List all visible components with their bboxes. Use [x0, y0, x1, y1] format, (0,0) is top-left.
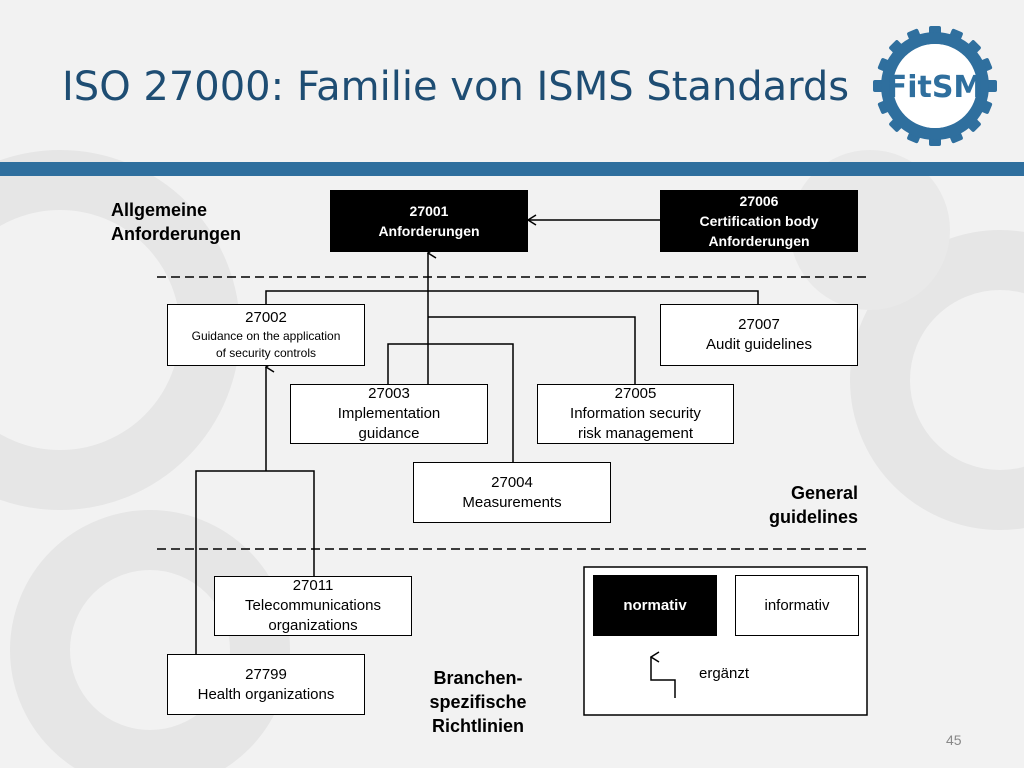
node-27011: 27011 Telecommunications organizations — [214, 576, 412, 636]
node-text: Measurements — [462, 493, 562, 511]
label-line: Branchen- — [433, 668, 523, 688]
label-line: spezifische — [429, 692, 527, 712]
node-27002: 27002 Guidance on the application of sec… — [167, 304, 365, 366]
node-id: 27004 — [491, 473, 533, 491]
label-general-requirements: Allgemeine Anforderungen — [111, 198, 241, 246]
node-text: organizations — [268, 617, 358, 634]
node-text: Anforderungen — [378, 223, 480, 239]
node-text: guidance — [358, 425, 420, 442]
legend-arrow — [651, 657, 676, 698]
node-text: Anforderungen — [708, 233, 810, 249]
label-line: Allgemeine — [111, 200, 208, 220]
node-text: of security controls — [215, 346, 317, 360]
node-text: Information security — [570, 405, 701, 422]
header-bar — [0, 162, 1024, 176]
logo-text: FitSM — [887, 70, 984, 105]
label-line: Richtlinien — [431, 716, 524, 736]
legend-normativ-label: normativ — [623, 596, 687, 614]
node-27001: 27001 Anforderungen — [330, 190, 528, 252]
node-text: Certification body — [699, 213, 819, 229]
node-text: Guidance on the application — [191, 329, 341, 343]
node-text: Telecommunications — [245, 597, 381, 614]
edge-27005 — [428, 316, 636, 384]
node-id: 27011 — [292, 577, 334, 594]
node-text: Implementation — [337, 405, 441, 422]
page-number: 45 — [946, 732, 962, 748]
page-title: ISO 27000: Familie von ISMS Standards — [62, 64, 850, 110]
node-id: 27007 — [738, 316, 780, 333]
node-text: Audit guidelines — [706, 336, 812, 353]
node-id: 27005 — [614, 385, 657, 402]
label-line: guidelines — [768, 507, 858, 527]
legend-informativ: informativ — [735, 575, 859, 636]
label-line: Anforderungen — [111, 224, 241, 244]
node-id: 27006 — [739, 193, 779, 209]
node-text: risk management — [577, 425, 694, 442]
node-27003: 27003 Implementation guidance — [290, 384, 488, 444]
node-27004: 27004 Measurements — [413, 462, 611, 523]
legend-informativ-label: informativ — [764, 596, 830, 614]
node-id: 27799 — [245, 665, 287, 683]
node-id: 27002 — [245, 309, 287, 326]
node-27799: 27799 Health organizations — [167, 654, 365, 715]
node-text: Health organizations — [197, 685, 335, 703]
node-27006: 27006 Certification body Anforderungen — [660, 190, 858, 252]
gear-icon — [873, 26, 997, 146]
node-27007: 27007 Audit guidelines — [660, 304, 858, 366]
node-id: 27001 — [409, 203, 449, 219]
label-sector-specific: Branchen- spezifische Richtlinien — [412, 666, 544, 738]
edge-27004-27003 — [387, 343, 514, 462]
legend-normativ: normativ — [593, 575, 717, 636]
node-id: 27003 — [368, 385, 410, 402]
label-general-guidelines: General guidelines — [740, 481, 858, 529]
label-line: General — [790, 483, 858, 503]
node-27005: 27005 Information security risk manageme… — [537, 384, 734, 444]
fitsm-logo: FitSM — [873, 26, 997, 146]
legend-ergaenzt: ergänzt — [699, 665, 750, 682]
edge-27002-27007 — [265, 290, 759, 304]
edge-27799-27011 — [195, 470, 315, 654]
